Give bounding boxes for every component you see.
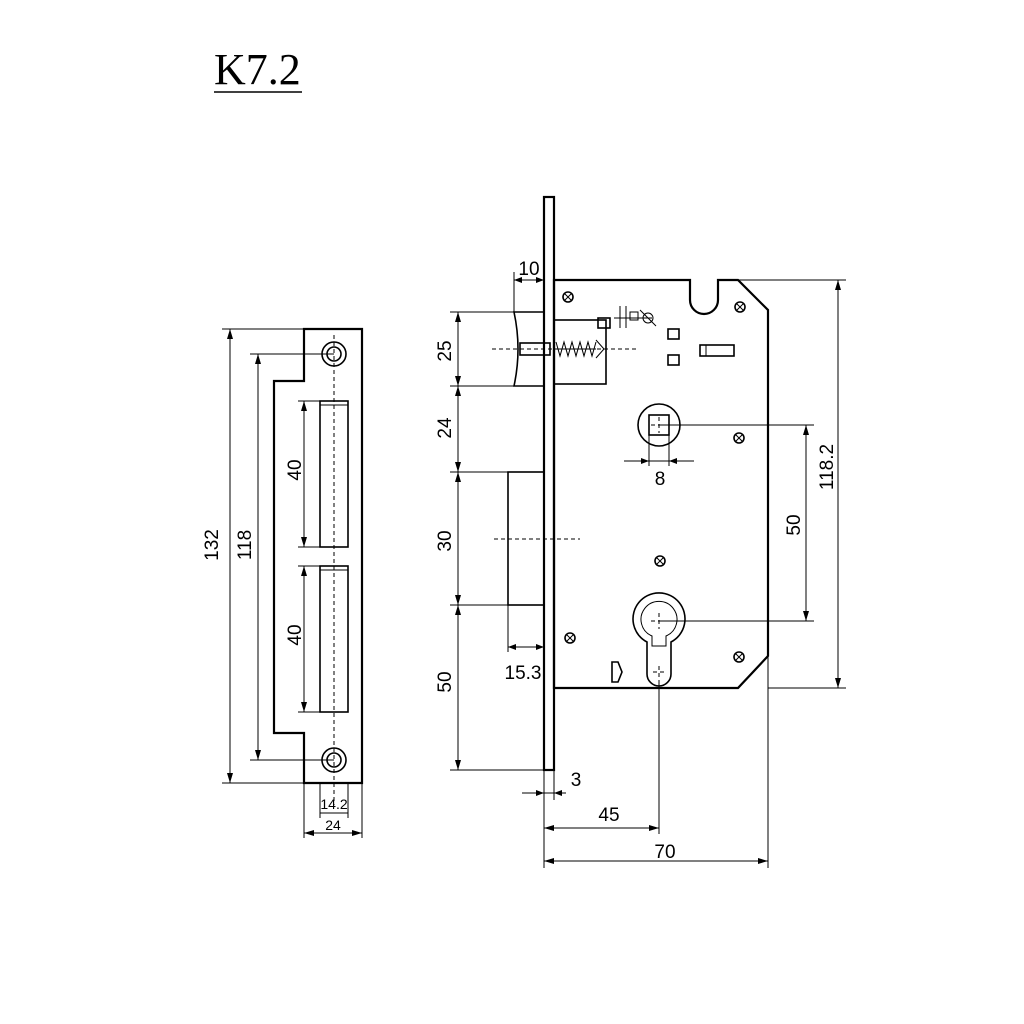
latch-bolt [513, 311, 545, 387]
latch-housing [553, 319, 607, 385]
dim-bolt-to-bottom: 50 [435, 671, 456, 692]
small-slot-lower [667, 354, 680, 366]
dim-faceplate-thickness: 3 [571, 770, 582, 791]
strike-dimensions: 132 118 40 40 14.2 24 [202, 328, 363, 838]
lock-dimensions: 10 25 24 30 50 15.3 8 [435, 259, 846, 868]
dim-backset: 45 [598, 805, 619, 826]
drawing-title: K7.2 [214, 45, 301, 94]
dim-strike-plate-width: 24 [325, 817, 341, 833]
catch [611, 661, 623, 683]
screw-bottom-left [564, 632, 576, 644]
dim-strike-hole-spacing: 118 [235, 530, 256, 560]
screw-center [654, 555, 666, 567]
dim-strike-slot-lower: 40 [285, 624, 306, 645]
faceplate [542, 195, 556, 772]
dim-case-depth: 70 [654, 842, 675, 863]
strike-plate [272, 327, 364, 805]
cylinder-hole [632, 592, 686, 687]
screw-top-left [562, 291, 574, 303]
latch-spring [555, 340, 597, 358]
screw-bottom-right [733, 651, 745, 663]
lock-body [492, 195, 770, 772]
strike-plate-outline [272, 327, 364, 785]
dim-strike-slot-upper: 40 [285, 459, 306, 480]
dim-spindle-square: 8 [655, 469, 666, 490]
dim-latch-height: 25 [435, 340, 456, 361]
status-slot [699, 344, 735, 357]
small-slot-upper [667, 328, 680, 340]
dim-strike-slot-width: 14.2 [320, 796, 347, 812]
lever-mechanism [614, 306, 657, 328]
dim-deadbolt-height: 30 [435, 530, 456, 551]
screw-mid-right [733, 432, 745, 444]
dim-bolt-throw: 15.3 [505, 663, 542, 684]
dim-case-height: 118.2 [817, 444, 838, 490]
screw-top-right [734, 301, 746, 313]
dim-strike-total-height: 132 [202, 529, 223, 561]
dim-faceplate-offset: 10 [518, 259, 539, 280]
dim-gap-latch-bolt: 24 [435, 417, 456, 439]
lock-case-outline [552, 278, 770, 690]
dim-spindle-to-cylinder: 50 [784, 514, 805, 535]
